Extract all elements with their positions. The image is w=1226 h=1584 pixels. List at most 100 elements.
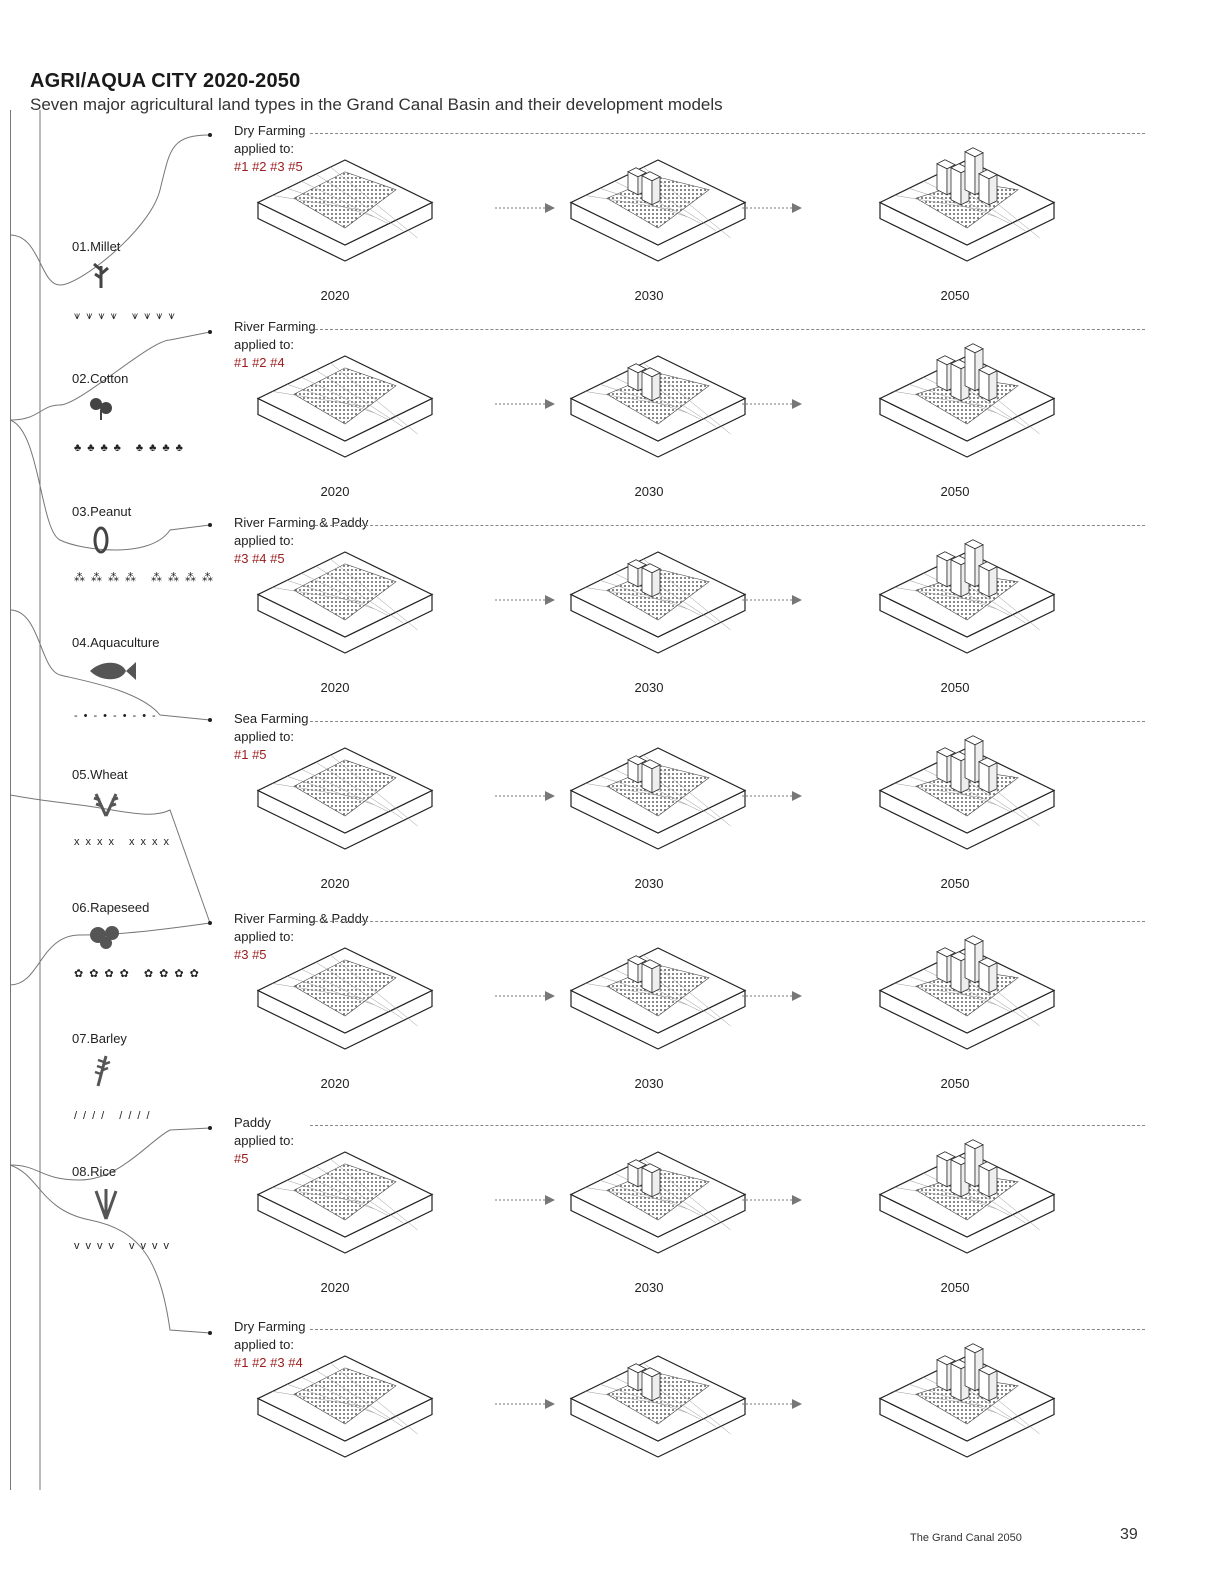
crop-label: 05.Wheat [72, 767, 128, 782]
progression-arrow-icon [742, 791, 802, 801]
crop-label: 06.Rapeseed [72, 900, 150, 915]
applied-label: applied to: [234, 141, 294, 156]
crop-rice: 08.Rice [72, 1163, 222, 1221]
crop-pattern: ⁂⁂⁂⁂ ⁂⁂⁂⁂ [74, 572, 220, 584]
year-label: 2030 [634, 680, 664, 695]
year-label: 2050 [940, 484, 970, 499]
applied-label: applied to: [234, 1337, 294, 1352]
cotton-icon [90, 398, 112, 420]
isometric-model-2050 [878, 147, 1056, 262]
progression-arrow-icon [742, 991, 802, 1001]
row-divider [310, 329, 1145, 330]
progression-arrow-icon [495, 1399, 555, 1409]
year-label: 2030 [634, 1280, 664, 1295]
progression-arrow-icon [495, 791, 555, 801]
applied-tags: #1 #2 #4 [234, 355, 285, 370]
isometric-model-2020 [256, 947, 434, 1050]
applied-label: applied to: [234, 1133, 294, 1148]
year-label: 2050 [940, 1280, 970, 1295]
wheat-icon [93, 793, 119, 817]
crop-label: 07.Barley [72, 1031, 127, 1046]
isometric-model-2050 [878, 343, 1056, 458]
crop-label: 02.Cotton [72, 371, 129, 386]
isometric-model-2020 [256, 1355, 434, 1458]
row-header: Paddy applied to: #5 [234, 1114, 294, 1168]
row-divider [310, 921, 1145, 922]
farming-type: River Farming & Paddy [234, 515, 369, 530]
year-label: 2050 [940, 680, 970, 695]
year-label: 2030 [634, 876, 664, 891]
crop-barley: 07.Barley [72, 1030, 222, 1088]
progression-arrow-icon [495, 203, 555, 213]
row-divider [310, 1329, 1145, 1330]
crop-rapeseed: 06.Rapeseed [72, 899, 222, 951]
isometric-model-2050 [878, 1343, 1056, 1458]
isometric-model-2050 [878, 735, 1056, 850]
year-label: 2020 [320, 1076, 350, 1091]
progression-arrow-icon [742, 1195, 802, 1205]
applied-tags: #3 #5 [234, 947, 267, 962]
year-label: 2020 [320, 680, 350, 695]
progression-arrow-icon [742, 399, 802, 409]
applied-tags: #5 [234, 1151, 249, 1166]
farming-type: River Farming & Paddy [234, 911, 369, 926]
farming-type: River Farming [234, 319, 316, 334]
barley-icon [94, 1055, 111, 1087]
footer-title: The Grand Canal 2050 [910, 1532, 1022, 1544]
isometric-model-2030 [569, 355, 747, 458]
crop-wheat: 05.Wheat [72, 766, 222, 818]
crop-cotton: 02.Cotton [72, 370, 222, 422]
crop-pattern: vvvv vvvv [74, 1240, 176, 1252]
crop-pattern: xxxx xxxx [74, 836, 176, 848]
year-label: 2050 [940, 288, 970, 303]
progression-arrow-icon [742, 595, 802, 605]
isometric-model-2030 [569, 747, 747, 850]
crop-aquaculture: 04.Aquaculture [72, 634, 222, 686]
progression-arrow-icon [742, 1399, 802, 1409]
isometric-model-2030 [569, 1355, 747, 1458]
year-label: 2030 [634, 484, 664, 499]
applied-tags: #3 #4 #5 [234, 551, 285, 566]
row-divider [310, 525, 1145, 526]
crop-pattern: -•-•-•-•- [74, 710, 162, 722]
peanut-icon [93, 526, 109, 554]
applied-tags: #1 #2 #3 #5 [234, 159, 303, 174]
isometric-model-2030 [569, 551, 747, 654]
farming-type: Paddy [234, 1115, 271, 1130]
applied-tags: #1 #5 [234, 747, 267, 762]
year-label: 2050 [940, 876, 970, 891]
page-title: AGRI/AQUA CITY 2020-2050 [30, 70, 301, 92]
progression-arrow-icon [495, 991, 555, 1001]
crop-pattern: ♣♣♣♣ ♣♣♣♣ [74, 442, 189, 454]
crop-label: 08.Rice [72, 1164, 117, 1179]
page-number: 39 [1120, 1526, 1138, 1543]
farming-type: Sea Farming [234, 711, 309, 726]
applied-tags: #1 #2 #3 #4 [234, 1355, 303, 1370]
crop-pattern: ✿✿✿✿ ✿✿✿✿ [74, 968, 205, 980]
year-label: 2050 [940, 1076, 970, 1091]
isometric-model-2050 [878, 1139, 1056, 1254]
row-header: Dry Farming applied to: #1 #2 #3 #4 [234, 1318, 306, 1372]
year-label: 2030 [634, 288, 664, 303]
left-margin-rule [10, 110, 11, 1490]
isometric-model-2020 [256, 1151, 434, 1254]
applied-label: applied to: [234, 337, 294, 352]
isometric-model-2030 [569, 1151, 747, 1254]
page-subtitle: Seven major agricultural land types in t… [30, 95, 723, 114]
isometric-model-2020 [256, 551, 434, 654]
millet-icon [93, 262, 109, 288]
isometric-model-2050 [878, 539, 1056, 654]
farming-type: Dry Farming [234, 1319, 306, 1334]
isometric-model-2030 [569, 947, 747, 1050]
rice-icon [94, 1189, 118, 1220]
year-label: 2030 [634, 1076, 664, 1091]
row-divider [310, 721, 1145, 722]
crop-label: 04.Aquaculture [72, 635, 160, 650]
crop-label: 03.Peanut [72, 504, 132, 519]
progression-arrow-icon [742, 203, 802, 213]
year-label: 2020 [320, 876, 350, 891]
fish-icon [90, 662, 136, 680]
